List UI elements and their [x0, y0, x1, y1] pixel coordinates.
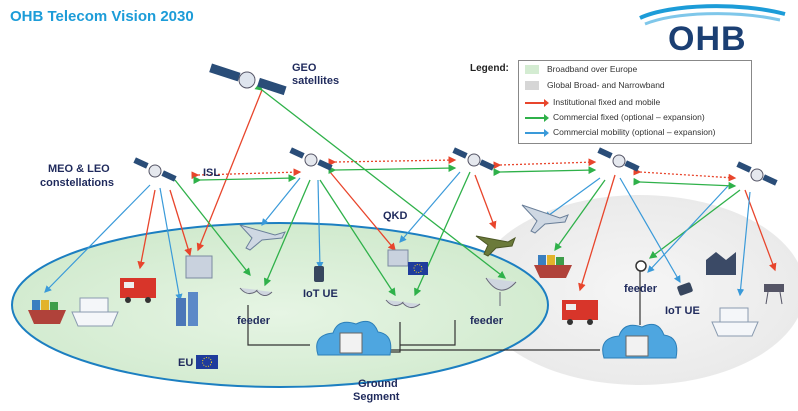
satellite-icon — [452, 147, 495, 171]
ground-station-cloud-icon — [602, 323, 678, 359]
page-title: OHB Telecom Vision 2030 — [10, 8, 194, 25]
ground-station-cloud-icon — [316, 320, 392, 356]
legend-item-label: Broadband over Europe — [547, 64, 638, 74]
fire-truck-icon — [562, 300, 598, 325]
legend-title: Legend: — [470, 63, 509, 74]
legend-item-label: Commercial mobility (optional – expansio… — [553, 127, 716, 137]
legend-arrow-icon — [525, 113, 549, 122]
legend-item-label: Commercial fixed (optional – expansion) — [553, 112, 705, 122]
cruise-ship-icon — [711, 307, 759, 337]
large-dish-icon — [485, 277, 517, 306]
legend-item: Broadband over Europe — [525, 64, 638, 75]
legend-item: Global Broad- and Narrowband — [525, 80, 665, 91]
satellite-icon — [736, 161, 778, 186]
legend-item: Commercial mobility (optional – expansio… — [525, 127, 716, 137]
oil-platform-icon — [764, 284, 784, 305]
iot-ue-label: IoT UE — [303, 288, 338, 300]
legend-swatch — [525, 81, 539, 91]
cruise-ship-icon — [71, 297, 119, 327]
geo-label-line2: satellites — [292, 75, 340, 87]
feeder-label: feeder — [470, 315, 504, 327]
isl-label: ISL — [203, 167, 221, 179]
eu-flag-icon — [408, 262, 428, 275]
legend: Legend: Broadband over Europe Global Bro… — [470, 60, 752, 144]
satellite-icon — [597, 147, 640, 172]
building-icon — [185, 255, 213, 279]
legend-swatch — [525, 65, 539, 75]
legend-item: Institutional fixed and mobile — [525, 97, 660, 107]
factory-icon — [706, 252, 736, 275]
legend-item-label: Institutional fixed and mobile — [553, 97, 661, 107]
eu-label: EU — [178, 357, 194, 369]
cargo-ship-icon — [534, 255, 572, 278]
aircraft-icon — [238, 224, 286, 251]
legend-box: Broadband over Europe Global Broad- and … — [518, 60, 752, 144]
meo-leo-satellite-icon — [133, 157, 177, 182]
commercial-mobility-links — [44, 171, 751, 302]
feeder-label: feeder — [624, 283, 658, 295]
office-tower-icon — [176, 292, 198, 326]
legend-item: Commercial fixed (optional – expansion) — [525, 112, 705, 122]
geo-satellite-icon — [209, 63, 287, 96]
eu-flag-icon — [196, 355, 218, 369]
aircraft-icon — [521, 204, 569, 234]
military-aircraft-icon — [475, 235, 516, 257]
qkd-label: QKD — [383, 210, 408, 222]
ground-segment-label: Ground — [358, 378, 398, 390]
feeder-dish-icon — [239, 287, 273, 296]
fire-truck-icon — [120, 278, 156, 303]
iot-ue-label: IoT UE — [665, 305, 700, 317]
geo-label: GEO — [292, 62, 317, 74]
small-dish-icon — [635, 260, 647, 272]
cargo-ship-icon — [28, 300, 66, 324]
legend-arrow-icon — [525, 128, 549, 137]
iot-device-icon — [314, 266, 324, 282]
iot-device-icon — [677, 282, 693, 296]
legend-item-label: Global Broad- and Narrowband — [547, 80, 665, 90]
satellite-icon — [289, 147, 333, 171]
meo-leo-label: MEO & LEO — [48, 163, 110, 175]
feeder-label: feeder — [237, 315, 271, 327]
legend-arrow-icon — [525, 98, 549, 107]
feeder-dish-icon — [385, 299, 421, 308]
ohb-logo: OHB — [668, 20, 747, 58]
meo-leo-label-line2: constellations — [40, 177, 114, 189]
qkd-building-icon — [387, 249, 409, 267]
ohb-logo-swoosh — [639, 4, 786, 26]
ground-segment-label-line2: Segment — [353, 391, 400, 403]
